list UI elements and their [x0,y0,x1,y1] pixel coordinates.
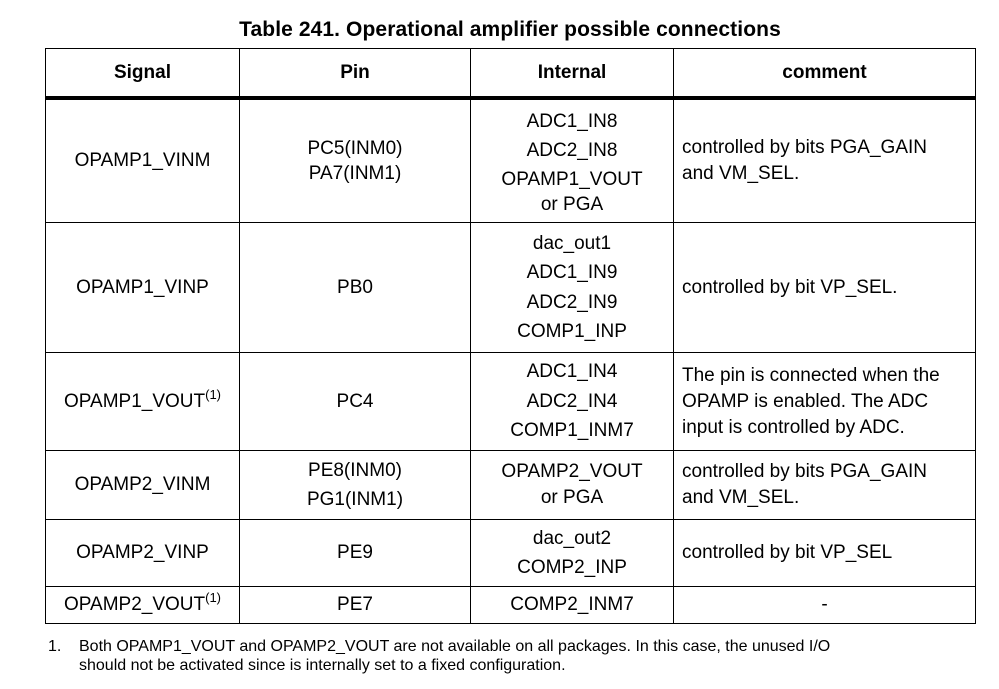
comment-cell: controlled by bits PGA_GAIN and VM_SEL. [673,450,976,520]
comment-cell: - [673,586,976,624]
internal-cell: ADC1_IN8 ADC2_IN8 OPAMP1_VOUT or PGA [470,97,674,223]
internal-value: ADC1_IN8 [526,110,618,132]
pin-value: PE7 [337,594,373,615]
header-signal: Signal [45,48,240,100]
table-row: OPAMP1_VINM PC5(INM0) PA7(INM1) ADC1_IN8… [45,97,976,223]
internal-cell: COMP2_INM7 [470,586,674,624]
table-title: Table 241. Operational amplifier possibl… [239,18,781,41]
internal-cell: OPAMP2_VOUT or PGA [470,450,674,520]
comment-line: controlled by bits PGA_GAIN [682,137,927,158]
internal-value: COMP2_INM7 [510,594,634,615]
signal-cell: OPAMP2_VINM [45,450,240,520]
comment-line: and VM_SEL. [682,487,800,508]
comment-cell: controlled by bit VP_SEL. [673,222,976,353]
pin-cell: PE8(INM0) PG1(INM1) [239,450,471,520]
internal-value: ADC2_IN4 [526,390,618,412]
internal-value: OPAMP1_VOUT [501,168,643,190]
comment-line: - [821,594,828,615]
internal-value: COMP2_INP [517,557,627,578]
signal-cell: OPAMP1_VOUT(1) [45,352,240,451]
internal-value: ADC2_IN9 [526,291,618,313]
pin-value: PG1(INM1) [306,489,404,510]
table-row: OPAMP2_VOUT(1) PE7 COMP2_INM7 - [45,586,976,624]
footnote-number: 1. [48,638,62,655]
internal-value: dac_out1 [532,232,612,254]
header-internal: Internal [470,48,674,100]
header-pin: Pin [239,48,471,100]
table-row: OPAMP1_VOUT(1) PC4 ADC1_IN4 ADC2_IN4 COM… [45,352,976,451]
pin-value: PB0 [337,276,373,298]
signal-cell: OPAMP2_VOUT(1) [45,586,240,624]
internal-value: COMP1_INP [517,321,627,342]
footnote-ref: (1) [205,590,222,605]
table-row: OPAMP1_VINP PB0 dac_out1 ADC1_IN9 ADC2_I… [45,222,976,353]
internal-cell: dac_out1 ADC1_IN9 ADC2_IN9 COMP1_INP [470,222,674,353]
signal-name: OPAMP1_VINP [76,276,209,298]
comment-cell: controlled by bit VP_SEL [673,519,976,587]
signal-name: OPAMP1_VOUT [63,390,206,412]
pin-cell: PE9 [239,519,471,587]
signal-name: OPAMP2_VINP [76,542,209,563]
footnote-line: should not be activated since is interna… [79,657,566,674]
comment-line: input is controlled by ADC. [682,416,905,438]
internal-cell: dac_out2 COMP2_INP [470,519,674,587]
pin-value: PC4 [336,390,374,412]
comment-cell: The pin is connected when the OPAMP is e… [673,352,976,451]
signal-name: OPAMP2_VOUT [63,594,206,615]
signal-name: OPAMP1_VINM [74,150,211,171]
comment-line: controlled by bit VP_SEL [682,542,893,563]
signal-name: OPAMP2_VINM [74,474,211,495]
internal-value: ADC1_IN9 [526,262,618,283]
comment-line: The pin is connected when the [682,364,940,386]
internal-value: ADC2_IN8 [526,139,618,161]
pin-value: PE8(INM0) [308,460,402,481]
header-comment: comment [673,48,976,100]
internal-value: OPAMP2_VOUT [501,461,643,482]
comment-cell: controlled by bits PGA_GAIN and VM_SEL. [673,97,976,223]
pin-cell: PE7 [239,586,471,624]
pin-cell: PC5(INM0) PA7(INM1) [239,97,471,223]
internal-value: or PGA [540,193,604,215]
signal-cell: OPAMP2_VINP [45,519,240,587]
table-row: OPAMP2_VINP PE9 dac_out2 COMP2_INP contr… [45,519,976,587]
footnote-line: Both OPAMP1_VOUT and OPAMP2_VOUT are not… [79,638,831,655]
signal-cell: OPAMP1_VINP [45,222,240,353]
pin-value: PC5(INM0) [307,138,403,159]
internal-value: dac_out2 [532,528,612,549]
comment-line: OPAMP is enabled. The ADC [682,390,929,412]
pin-value: PE9 [337,542,373,563]
comment-line: controlled by bit VP_SEL. [682,276,898,298]
comment-line: and VM_SEL. [682,163,800,184]
internal-cell: ADC1_IN4 ADC2_IN4 COMP1_INM7 [470,352,674,451]
internal-value: COMP1_INM7 [510,420,634,442]
internal-value: ADC1_IN4 [526,361,618,383]
comment-line: controlled by bits PGA_GAIN [682,461,927,482]
internal-value: or PGA [540,487,604,508]
pin-cell: PC4 [239,352,471,451]
footnote-ref: (1) [205,386,222,402]
footnote-text: Both OPAMP1_VOUT and OPAMP2_VOUT are not… [79,637,979,675]
connections-table: Signal Pin Internal comment OPAMP1_VINM … [45,48,976,624]
pin-value: PA7(INM1) [308,163,402,184]
table-header-row: Signal Pin Internal comment [45,48,976,100]
signal-cell: OPAMP1_VINM [45,97,240,223]
table-row: OPAMP2_VINM PE8(INM0) PG1(INM1) OPAMP2_V… [45,450,976,520]
pin-cell: PB0 [239,222,471,353]
